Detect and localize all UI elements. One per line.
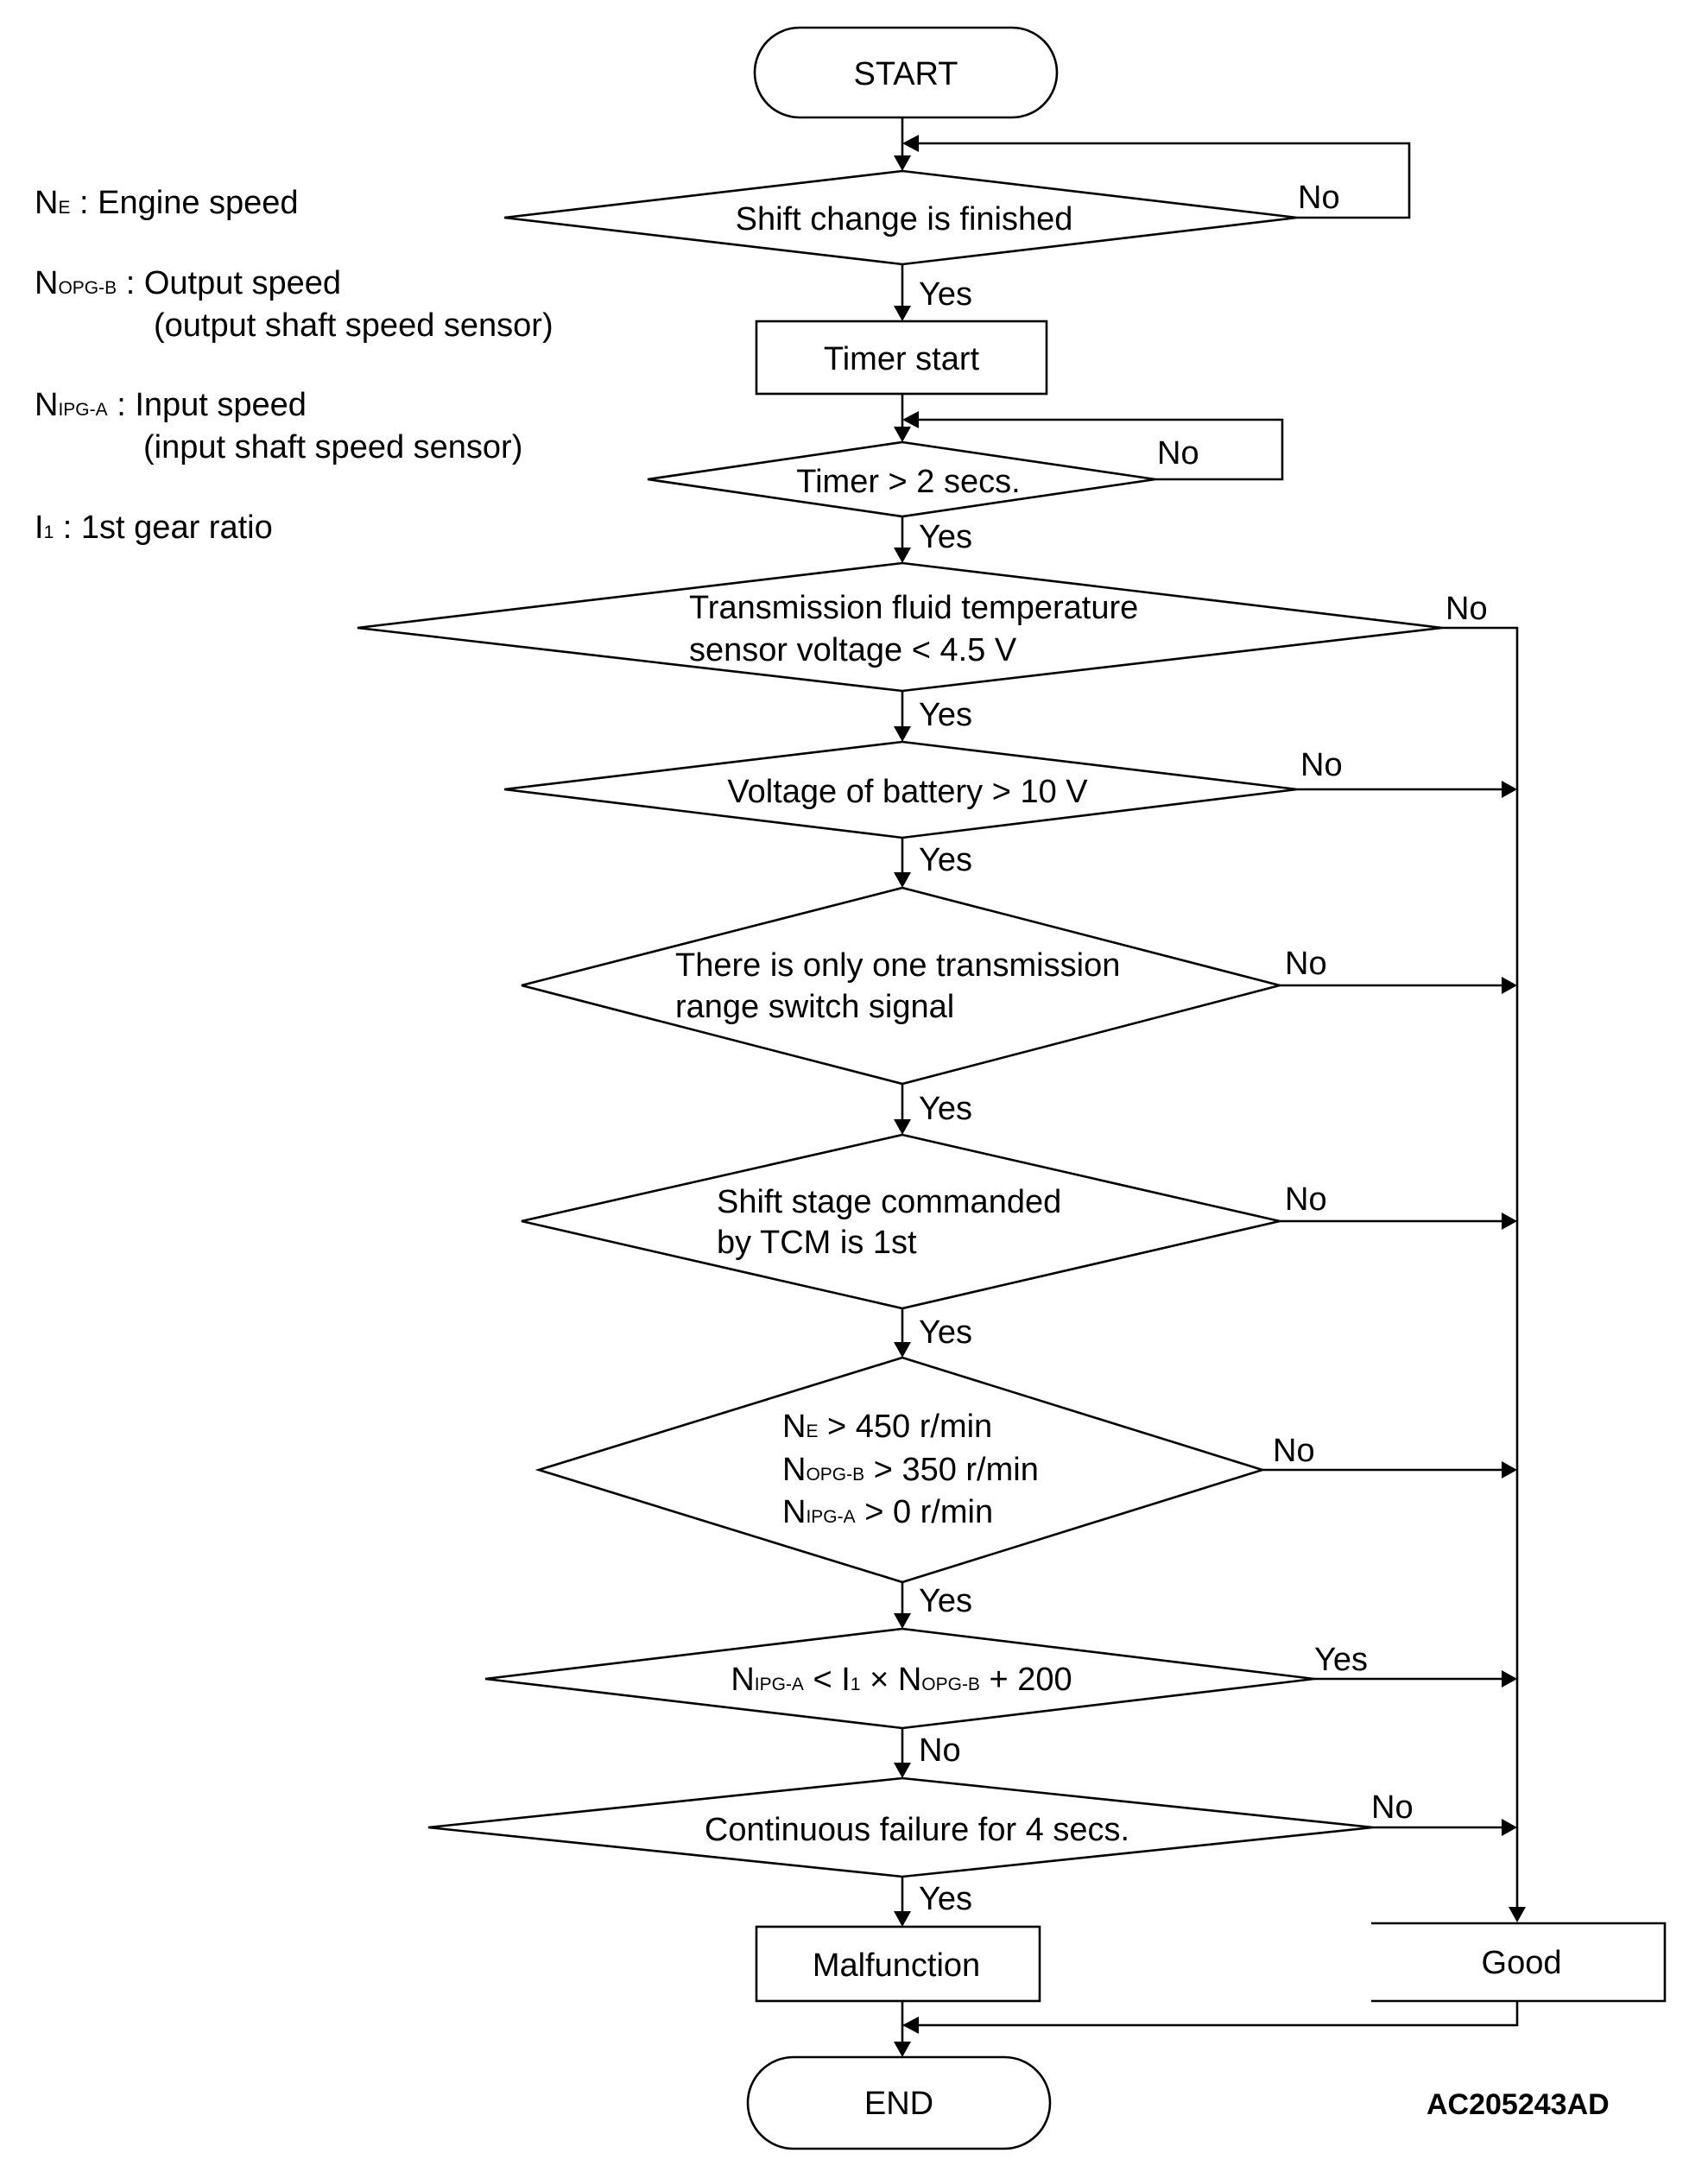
condition-ne: NE > 450 r/min [782,1409,992,1445]
process-timer-start [755,320,1048,396]
legend-i1: I1 : 1st gear ratio [35,510,273,546]
process-label: Timer start [824,341,980,377]
condition-ratio: NIPG-A < I1 × NOPG-B + 200 [731,1662,1072,1698]
branch-yes: Yes [919,1583,972,1619]
decision-label: Shift change is finished [736,201,1073,237]
arrowhead [894,1911,911,1927]
arrowhead [894,548,911,563]
process-malfunction [755,1925,1041,2003]
decision-shift-stage [521,1133,1281,1310]
decision-label-line1: Shift stage commanded [717,1184,1061,1220]
start-terminal [753,26,1059,119]
branch-no: No [1445,591,1488,627]
decision-label-line2: range switch signal [675,989,954,1025]
arrowhead [894,1613,911,1629]
arrowhead [894,427,911,442]
arrowhead [1502,1670,1517,1688]
figure-code: AC205243AD [1426,2088,1610,2121]
branch-yes: Yes [919,276,972,313]
end-terminal [746,2055,1052,2150]
decision-range-switch [521,886,1285,1086]
arrowhead [1502,781,1517,798]
arrowhead [894,2042,911,2057]
legend-nopg-desc: (output shaft speed sensor) [154,307,554,344]
merge-connector [917,2001,1519,2027]
branch-yes: Yes [919,519,972,555]
decision-label: Voltage of battery > 10 V [727,774,1088,810]
arrowhead [1509,1907,1526,1922]
legend: NE : Engine speed NOPG-B : Output speed … [35,185,554,546]
branch-yes: Yes [919,1881,972,1917]
end-label: END [864,2086,933,2122]
branch-no: No [1285,946,1327,982]
loop-back-no [917,142,1411,219]
no-collector-line [1442,626,1519,1909]
branch-yes: Yes [1314,1642,1368,1678]
loop-back-no [917,418,1284,481]
branch-no: No [1371,1789,1414,1826]
branch-yes: Yes [919,1314,972,1351]
arrowhead [894,726,911,742]
arrowhead [902,2017,919,2034]
arrowhead [1502,1819,1517,1836]
decision-label: Timer > 2 secs. [796,464,1020,500]
decision-label-line1: Transmission fluid temperature [689,590,1138,626]
decision-fluid-temp [357,561,1443,693]
arrowhead [1502,1213,1517,1230]
arrowhead [894,155,911,171]
branch-yes: Yes [919,697,972,733]
decision-label-line2: by TCM is 1st [717,1225,917,1261]
legend-nipg-desc: (input shaft speed sensor) [143,429,522,465]
arrowhead [894,1342,911,1358]
legend-nipg: NIPG-A : Input speed [35,387,307,423]
branch-no: No [1285,1181,1327,1218]
process-label: Malfunction [813,1947,980,1984]
legend-nopg: NOPG-B : Output speed [35,265,341,301]
branch-no: No [1273,1433,1315,1469]
condition-nipg: NIPG-A > 0 r/min [782,1494,993,1530]
arrowhead [902,135,919,152]
condition-nopg: NOPG-B > 350 r/min [782,1452,1039,1488]
arrowhead [1502,977,1517,994]
process-label: Good [1482,1945,1562,1981]
branch-no: No [919,1732,961,1769]
decision-label-line1: There is only one transmission [675,947,1120,984]
legend-ne: NE : Engine speed [35,185,299,221]
arrowhead [894,1119,911,1135]
arrowhead [894,306,911,321]
branch-no: No [1298,180,1340,216]
arrowhead [902,411,919,428]
arrowhead [894,872,911,888]
arrowhead [894,1763,911,1778]
branch-yes: Yes [919,842,972,878]
decision-label-line2: sensor voltage < 4.5 V [689,632,1017,668]
decision-label: Continuous failure for 4 secs. [705,1812,1129,1848]
branch-yes: Yes [919,1091,972,1127]
branch-no: No [1157,435,1199,472]
start-label: START [853,56,958,92]
branch-no: No [1300,747,1343,783]
arrowhead [1502,1461,1517,1479]
